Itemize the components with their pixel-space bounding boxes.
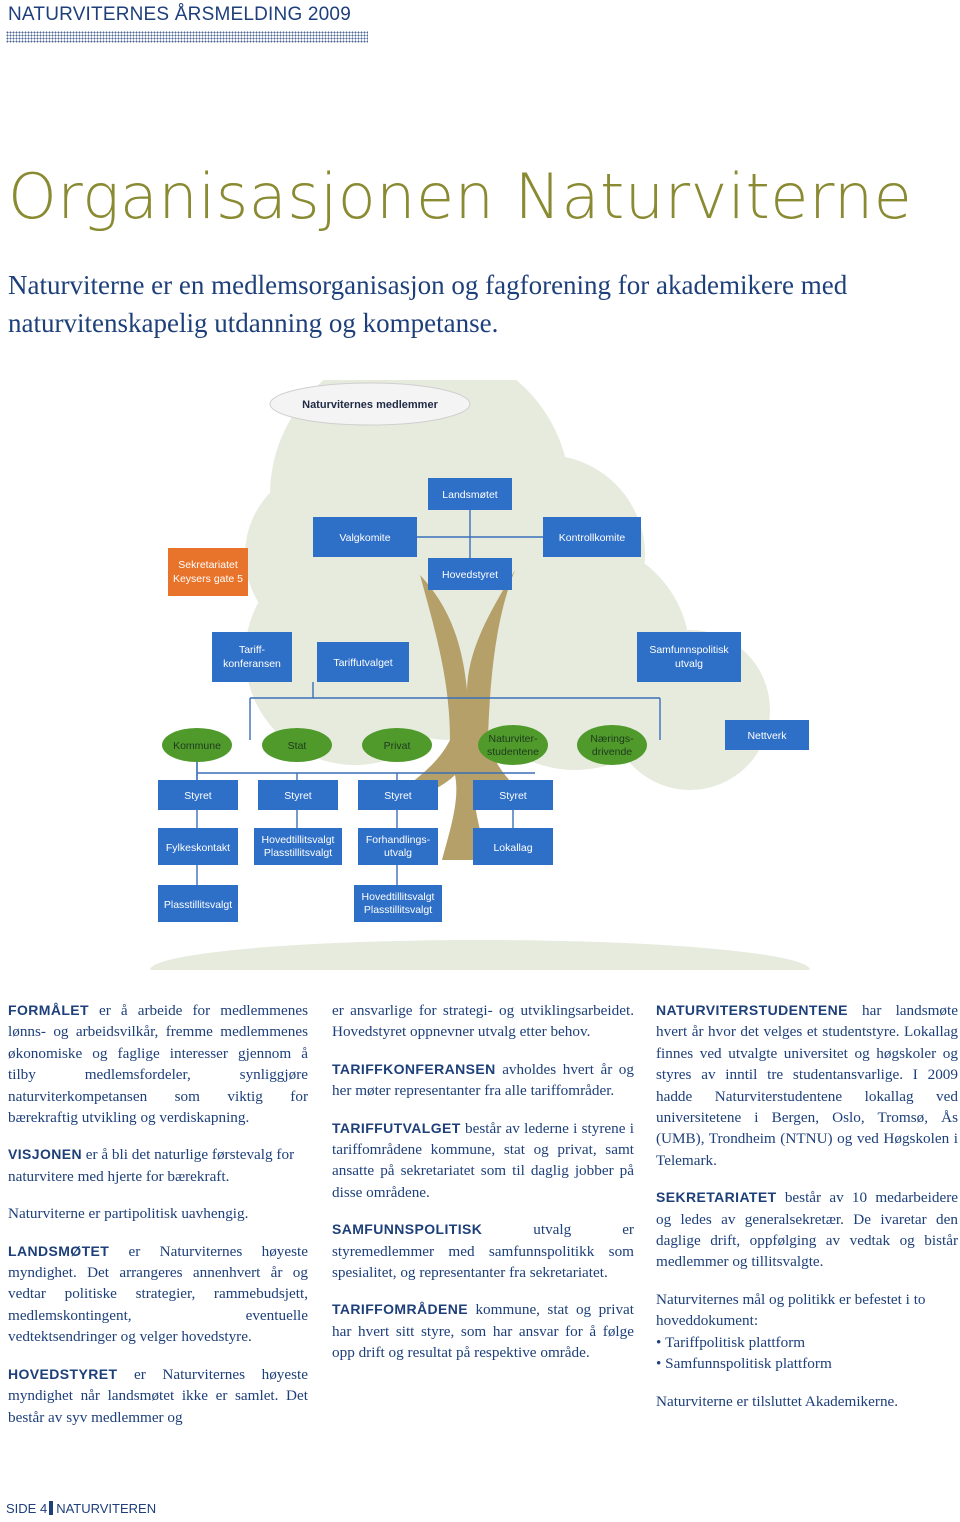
samfunnspolitisk-label-2: utvalg [675, 658, 703, 670]
styret-studentene-label: Styret [499, 790, 527, 802]
naturviterstudentene-paragraph: NATURVITERSTUDENTENE har landsmøte hvert… [656, 1002, 958, 1169]
landsmotet-paragraph: LANDSMØTET er Naturviternes høyeste mynd… [8, 1242, 308, 1346]
hovedstyret-paragraph: HOVEDSTYRET er Naturviternes høyeste myn… [8, 1365, 308, 1426]
list-item: Tariffpolitisk plattform [656, 1332, 958, 1353]
sekretariatet-paragraph: SEKRETARIATET består av 10 medarbeidere … [656, 1189, 958, 1271]
members-label: Naturviternes medlemmer [302, 399, 438, 411]
tariffkonferansen-label-2: konferansen [223, 658, 281, 670]
header-dot-rule [6, 31, 368, 43]
tariffkonferansen-paragraph: TARIFFKONFERANSEN avholdes hvert år og h… [332, 1060, 634, 1100]
hovedstyret-label: Hovedstyret [442, 569, 498, 581]
samfunnspolitisk-paragraph: SAMFUNNSPOLITISK utvalg er styremedlemme… [332, 1221, 634, 1282]
members-node: Naturviternes medlemmer [269, 382, 471, 426]
footer-divider [49, 1501, 54, 1515]
lead-paragraph: Naturviterne er en medlemsorganisasjon o… [8, 270, 848, 338]
hovedstyret-continued-paragraph: er ansvarlige for strategi- og utvikling… [332, 1002, 634, 1041]
forhandlingsutvalg-label-1: Forhandlings- [366, 834, 431, 846]
styret-stat-label: Styret [284, 790, 312, 802]
hovedtillitsvalgt-privat-label-2: Plasstillitsvalgt [364, 904, 432, 916]
visjonen-paragraph: VISJONEN er å bli det naturlige førsteva… [8, 1146, 295, 1185]
hovedtillitsvalgt-privat-label-1: Hovedtillitsvalgt [362, 891, 435, 903]
kontrollkomite-label: Kontrollkomite [559, 532, 626, 544]
sekretariatet-label-1: Sekretariatet [178, 559, 238, 571]
naturviterstudentene-label-2: studentene [487, 746, 539, 758]
nettverk-label: Nettverk [747, 730, 787, 742]
kommune-label: Kommune [173, 740, 221, 752]
page-title: Organisasjonen Naturviterne [8, 160, 913, 233]
hovedtillitsvalgt-stat-label-1: Hovedtillitsvalgt [262, 834, 335, 846]
naeringsdrivende-label-2: drivende [592, 746, 632, 758]
tariffomradene-paragraph: TARIFFOMRÅDENE kommune, stat og privat h… [332, 1301, 634, 1362]
footer-page-number: SIDE 4 [6, 1501, 48, 1516]
plasstillitsvalgt-label: Plasstillitsvalgt [164, 899, 232, 911]
akademikerne-paragraph: Naturviterne er tilsluttet Akademikerne. [656, 1392, 899, 1410]
org-chart: Naturviternes medlemmer Landsmøtet Valgk… [150, 380, 810, 970]
forhandlingsutvalg-label-2: utvalg [384, 847, 412, 859]
naturviterstudentene-label-1: Naturviter- [488, 733, 538, 745]
report-header-title: NATURVITERNES ÅRSMELDING 2009 [8, 4, 351, 25]
stat-label: Stat [288, 740, 307, 752]
fylkeskontakt-label: Fylkeskontakt [166, 842, 230, 854]
hoveddokument-list: Tariffpolitisk plattform Samfunnspolitis… [656, 1332, 958, 1375]
formalet-paragraph: FORMÅLET er å arbeide for medlemmenes lø… [8, 1002, 308, 1127]
column-3: NATURVITERSTUDENTENE har landsmøte hvert… [656, 1000, 958, 1428]
privat-label: Privat [384, 740, 411, 752]
lokallag-label: Lokallag [493, 842, 532, 854]
hovedtillitsvalgt-stat-label-2: Plasstillitsvalgt [264, 847, 332, 859]
hoveddokument-paragraph: Naturviternes mål og politikk er befeste… [656, 1290, 926, 1330]
sekretariatet-label-2: Keysers gate 5 [173, 573, 243, 585]
landsmotet-label: Landsmøtet [442, 489, 498, 501]
tariffutvalget-label: Tariffutvalget [333, 657, 392, 669]
page-footer: SIDE 4 NATURVITEREN [6, 1501, 156, 1516]
list-item: Samfunnspolitisk plattform [656, 1353, 958, 1374]
tariffkonferansen-label-1: Tariff- [239, 644, 266, 656]
samfunnspolitisk-label-1: Samfunnspolitisk [649, 644, 729, 656]
tariffutvalget-paragraph: TARIFFUTVALGET består av lederne i styre… [332, 1119, 634, 1201]
partipolitisk-paragraph: Naturviterne er partipolitisk uavhengig. [8, 1205, 249, 1223]
column-2: er ansvarlige for strategi- og utvikling… [332, 1000, 634, 1380]
column-1: FORMÅLET er å arbeide for medlemmenes lø… [8, 1000, 308, 1444]
naeringsdrivende-label-1: Nærings- [590, 733, 634, 745]
styret-kommune-label: Styret [184, 790, 212, 802]
footer-publication-name: NATURVITEREN [56, 1501, 157, 1516]
styret-privat-label: Styret [384, 790, 412, 802]
valgkomite-label: Valgkomite [339, 532, 390, 544]
